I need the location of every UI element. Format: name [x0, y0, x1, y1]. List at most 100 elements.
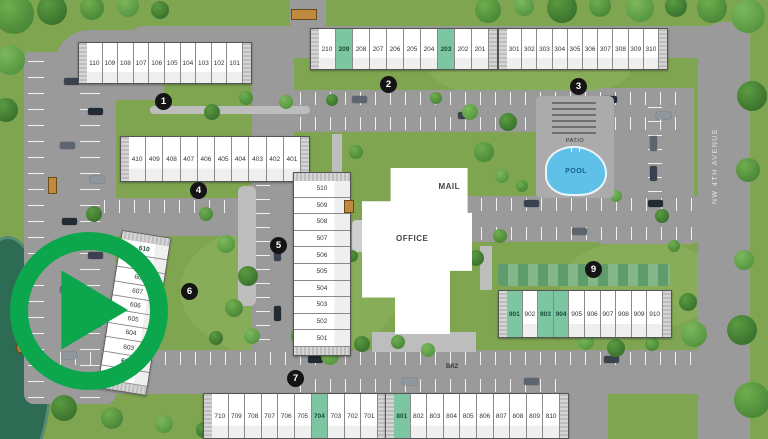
parking-lot-right [600, 88, 694, 244]
tree [204, 104, 220, 120]
tree [354, 336, 370, 352]
utility-closet [489, 29, 497, 69]
unit-508: 508 [294, 214, 350, 231]
unit-201: 201 [472, 29, 489, 69]
unit-703: 703 [328, 394, 345, 438]
tree [51, 395, 77, 421]
building-marker-7: 7 [287, 370, 304, 387]
unit-405: 405 [215, 137, 233, 181]
unit-901: 901 [507, 291, 523, 337]
unit-110: 110 [87, 43, 103, 83]
parked-car [572, 228, 587, 235]
utility-closet [301, 137, 310, 181]
unit-807: 807 [493, 394, 511, 438]
unit-709: 709 [228, 394, 246, 438]
lounge-chairs [552, 102, 596, 134]
unit-204: 204 [421, 29, 438, 69]
parked-car [650, 166, 657, 181]
unit-402: 402 [266, 137, 284, 181]
tree [734, 250, 754, 270]
play-icon [61, 270, 128, 350]
unit-208: 208 [353, 29, 370, 69]
tree [151, 1, 169, 19]
tree [589, 0, 611, 17]
tree [626, 0, 654, 22]
unit-302: 302 [522, 29, 538, 69]
utility-closet [294, 173, 350, 181]
unit-805: 805 [460, 394, 477, 438]
unit-708: 708 [245, 394, 262, 438]
unit-904: 904 [553, 291, 570, 337]
unit-409: 409 [146, 137, 164, 181]
breezeway-label: BRZ [446, 364, 459, 370]
unit-702: 702 [344, 394, 362, 438]
tree [0, 98, 18, 122]
tree [217, 235, 235, 253]
building-marker-9: 9 [585, 261, 602, 278]
unit-103: 103 [196, 43, 212, 83]
unit-407: 407 [180, 137, 198, 181]
tree [101, 407, 123, 429]
tree [225, 299, 243, 317]
walkway [332, 134, 342, 172]
parked-car [524, 378, 539, 385]
tree [421, 343, 435, 357]
unit-210: 210 [319, 29, 336, 69]
tree [0, 0, 34, 34]
tree [681, 321, 707, 347]
unit-107: 107 [133, 43, 150, 83]
unit-308: 308 [613, 29, 629, 69]
tree [645, 337, 659, 351]
parking-stripes [466, 198, 694, 211]
unit-501: 501 [294, 330, 350, 347]
unit-810: 810 [543, 394, 560, 438]
tree [349, 145, 363, 159]
unit-505: 505 [294, 263, 350, 281]
utility-closet [662, 291, 671, 337]
tree [391, 335, 405, 349]
pool-label: POOL [565, 167, 587, 175]
building-marker-1: 1 [155, 93, 172, 110]
tree [475, 0, 501, 23]
unit-907: 907 [600, 291, 617, 337]
tree [514, 0, 534, 16]
unit-309: 309 [628, 29, 644, 69]
road-exit-bottom [562, 390, 608, 439]
tree [86, 206, 102, 222]
tree [209, 331, 223, 345]
tree [697, 0, 727, 23]
unit-803: 803 [427, 394, 444, 438]
tree [578, 334, 594, 350]
utility-closet [294, 346, 350, 355]
unit-503: 503 [294, 297, 350, 314]
unit-509: 509 [294, 197, 350, 215]
unit-406: 406 [197, 137, 216, 181]
unit-410: 410 [129, 137, 147, 181]
pool-ladder-icon [571, 147, 580, 152]
unit-910: 910 [647, 291, 663, 337]
unit-906: 906 [584, 291, 601, 337]
unit-305: 305 [567, 29, 584, 69]
unit-306: 306 [583, 29, 599, 69]
parking-stripes [300, 117, 688, 130]
building-marker-6: 6 [181, 283, 198, 300]
tree [607, 339, 625, 357]
utility-closet [121, 137, 129, 181]
unit-101: 101 [227, 43, 243, 83]
parked-car [604, 356, 619, 363]
unit-205: 205 [404, 29, 421, 69]
building-marker-5: 5 [270, 237, 287, 254]
unit-801: 801 [394, 394, 411, 438]
tree [117, 0, 139, 17]
utility-closet [499, 29, 507, 69]
tree [244, 328, 260, 344]
office-label: OFFICE [396, 234, 429, 243]
parked-car [402, 378, 417, 385]
sign [48, 177, 57, 194]
play-button[interactable] [10, 232, 168, 390]
